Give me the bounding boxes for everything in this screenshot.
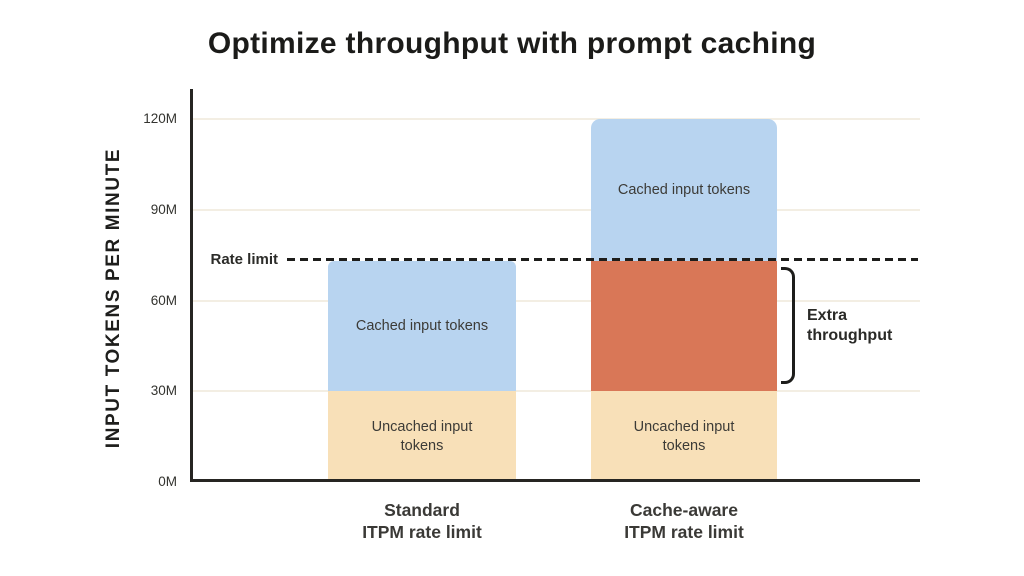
gridline (193, 390, 920, 393)
segment-label-cached: Cached input tokens (355, 317, 489, 334)
gridline (193, 118, 920, 120)
y-tick-label: 120M (143, 111, 177, 126)
extra-throughput-line-2: throughput (807, 326, 893, 344)
y-tick-label: 0M (158, 474, 177, 489)
y-tick-label: 60M (150, 292, 177, 308)
bar-standard-itpm: Cached input tokens Uncached input token… (328, 261, 516, 482)
x-category-line: Cache-aware (630, 500, 738, 520)
bar-segment-extra-throughput (591, 261, 777, 392)
rate-limit-label: Rate limit (210, 250, 278, 268)
bar-segment-uncached-cache-aware: Uncached input tokens (591, 391, 777, 482)
y-axis-title: INPUT TOKENS PER MINUTE (103, 147, 124, 449)
extra-throughput-bracket (781, 267, 795, 385)
plot-area: Cached input tokens Uncached input token… (143, 89, 920, 542)
gridline (193, 299, 920, 302)
bar-segment-cached-cache-aware: Cached input tokens (591, 119, 777, 262)
extra-throughput-line-1: Extra (807, 306, 848, 324)
segment-label-cached: Cached input tokens (617, 181, 751, 198)
x-category-cache-aware: Cache-aware ITPM rate limit (591, 499, 777, 543)
x-axis-line (190, 479, 920, 482)
extra-throughput-label: Extra throughput (807, 267, 892, 384)
rate-limit-dashed-line (287, 258, 918, 261)
bar-segment-uncached-standard: Uncached input tokens (328, 391, 516, 482)
segment-label-uncached: Uncached input tokens (371, 418, 473, 454)
x-category-line: Standard (384, 500, 460, 520)
x-category-line: ITPM rate limit (362, 522, 482, 542)
bar-segment-cached-standard: Cached input tokens (328, 261, 516, 392)
gridline (193, 208, 920, 211)
bar-cache-aware-itpm: Cached input tokens Uncached input token… (591, 119, 777, 482)
y-axis-line (190, 89, 193, 482)
x-category-standard: Standard ITPM rate limit (328, 499, 516, 543)
y-tick-label: 30M (150, 383, 177, 399)
y-tick-label: 90M (150, 201, 177, 217)
segment-label-uncached: Uncached input tokens (633, 418, 735, 454)
x-category-line: ITPM rate limit (624, 522, 744, 542)
chart-title: Optimize throughput with prompt caching (207, 27, 817, 60)
